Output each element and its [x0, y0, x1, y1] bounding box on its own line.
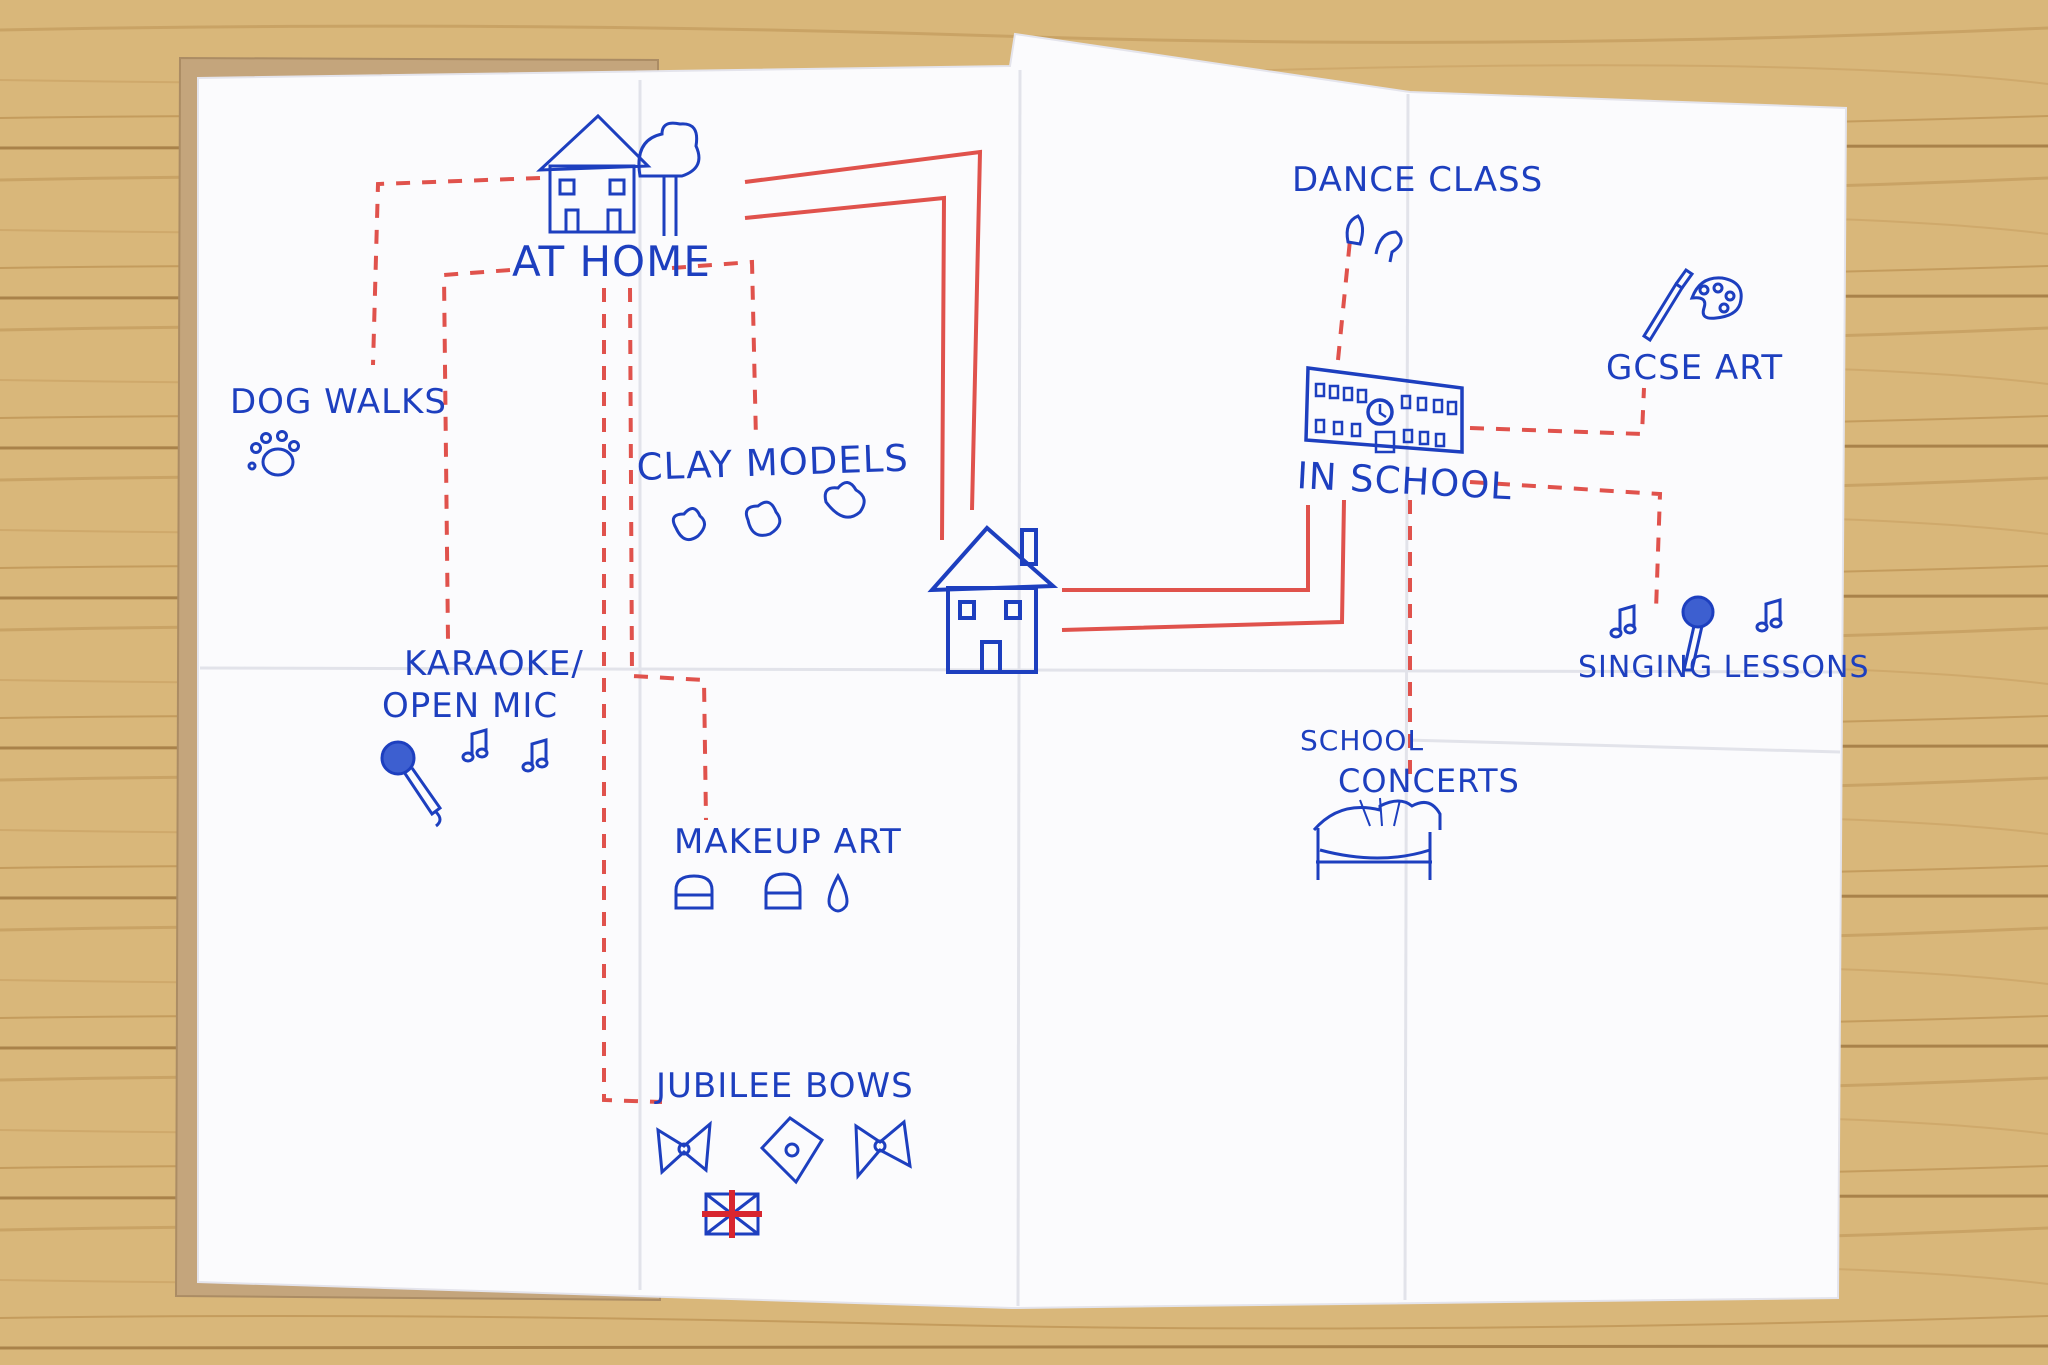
paw-print-icon [247, 430, 300, 477]
dashed-connectors [371, 176, 1663, 1104]
label-karaoke-line2: OPEN MIC [382, 686, 559, 726]
label-makeup-art: MAKEUP ART [674, 822, 902, 862]
microphone-icon [1681, 595, 1715, 672]
label-singing-lessons: SINGING LESSONS [1578, 650, 1870, 685]
clay-blob-icons [671, 481, 866, 542]
microphone-icon [380, 740, 443, 828]
label-at-home: AT HOME [512, 237, 711, 286]
stage-icon [1312, 797, 1442, 880]
school-building-icon [1304, 366, 1464, 454]
label-dance-class: DANCE CLASS [1292, 160, 1544, 200]
label-jubilee-bows: JUBILEE BOWS [656, 1066, 914, 1106]
label-school-concerts-line2: CONCERTS [1338, 762, 1520, 800]
label-dog-walks: DOG WALKS [230, 382, 447, 422]
road-center-to-school [1061, 499, 1346, 632]
label-karaoke-line1: KARAOKE/ [404, 644, 584, 684]
label-school-concerts-line1: SCHOOL [1300, 724, 1425, 757]
union-jack-icon [702, 1190, 762, 1238]
ballet-shoes-icon [1345, 214, 1403, 263]
makeup-compact-icons [674, 872, 849, 913]
house-icon [927, 525, 1059, 674]
road-home-to-center [744, 149, 983, 541]
paint-palette-icon [1641, 267, 1743, 343]
bow-tie-icons [656, 1116, 912, 1185]
label-gcse-art: GCSE ART [1606, 348, 1784, 388]
house-with-trees-icon [536, 113, 701, 236]
